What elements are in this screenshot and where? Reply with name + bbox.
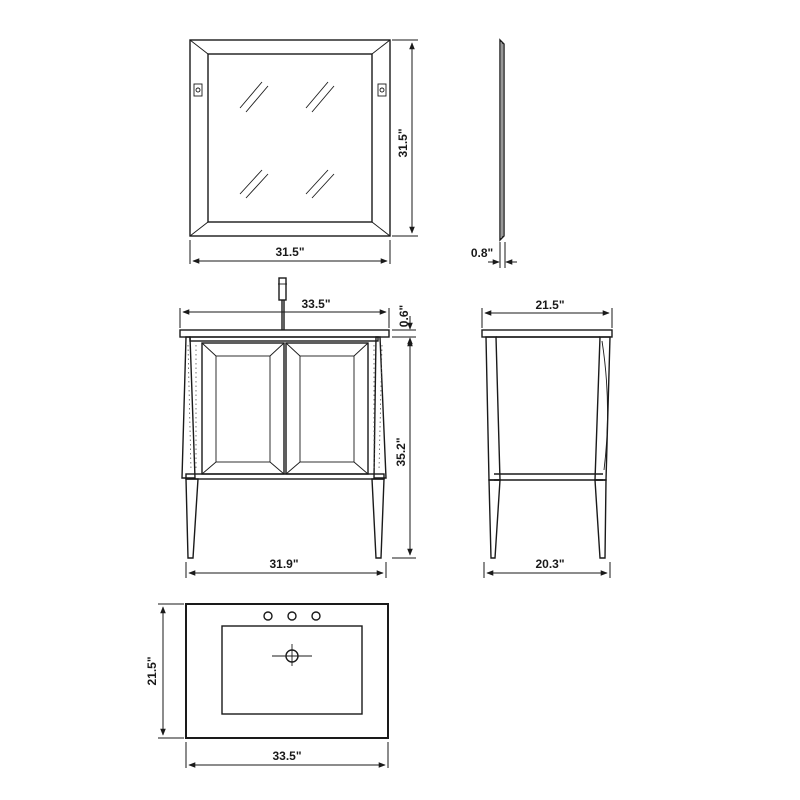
faucet-hole-right [311, 611, 321, 621]
top-width-label: 33.5" [301, 297, 330, 311]
cabinet-height-label: 35.2" [394, 437, 408, 466]
plan-depth-label: 21.5" [145, 656, 159, 685]
cabinet-front-view [179, 277, 390, 559]
faucet-hole-center [287, 611, 297, 621]
mirror-hinge-left [193, 83, 203, 97]
top-thickness-dimension: 0.6" [392, 305, 416, 351]
cabinet-height-dimension: 35.2" [392, 339, 416, 559]
mirror-depth-label: 0.8" [471, 246, 493, 260]
side-cabinet-depth-dimension: 20.3" [483, 557, 611, 578]
top-thickness-label: 0.6" [397, 305, 411, 327]
mirror-front-view [189, 39, 391, 237]
glass-reflection-marks [239, 81, 335, 199]
mirror-height-label: 31.5" [396, 128, 410, 157]
plan-width-label: 33.5" [272, 749, 301, 763]
side-top-depth-dimension: 21.5" [481, 298, 613, 328]
cabinet-width-label: 31.9" [269, 557, 298, 571]
plan-depth-dimension: 21.5" [145, 603, 184, 739]
cabinet-side-view [481, 329, 613, 559]
top-width-dimension: 33.5" [179, 297, 390, 328]
plan-width-dimension: 33.5" [185, 742, 389, 768]
faucet-hole-left [263, 611, 273, 621]
cabinet-width-dimension: 31.9" [185, 557, 387, 578]
countertop-plan-view [185, 603, 389, 739]
mirror-depth-dimension: 0.8" [471, 242, 517, 268]
drain-icon [272, 644, 312, 666]
mirror-width-dimension: 31.5" [189, 240, 391, 264]
side-top-depth-label: 21.5" [535, 298, 564, 312]
mirror-side-view [499, 38, 505, 242]
mirror-width-label: 31.5" [275, 245, 304, 259]
side-cabinet-depth-label: 20.3" [535, 557, 564, 571]
mirror-hinge-right [377, 83, 387, 97]
faucet [278, 277, 287, 330]
mirror-height-dimension: 31.5" [392, 39, 418, 237]
